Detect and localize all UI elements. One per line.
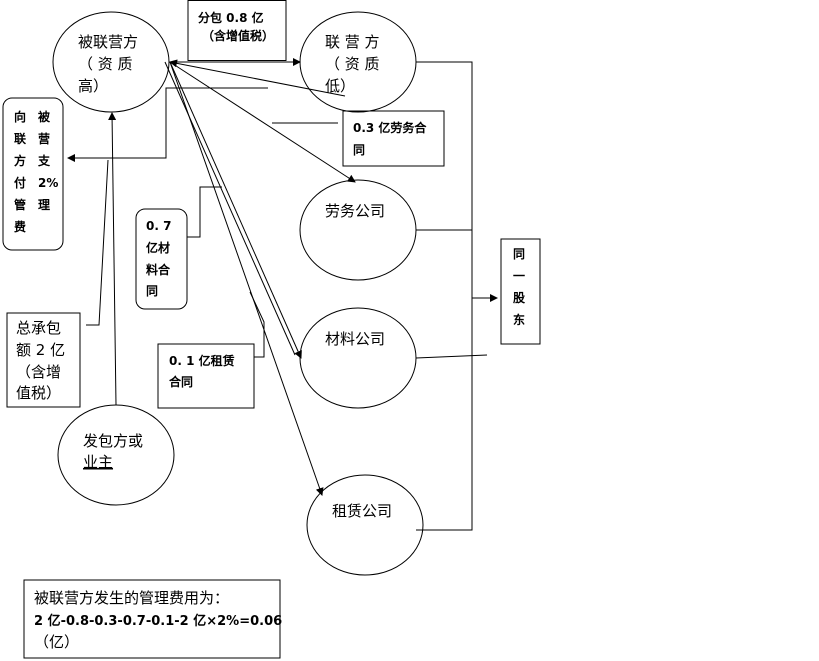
svg-text:东: 东 (513, 312, 525, 327)
svg-text:合同: 合同 (169, 374, 193, 389)
guanlifei-char: 被 (38, 109, 51, 124)
node-cailiao: 材料公司 (299, 307, 417, 409)
svg-text:0.3 亿劳务合: 0.3 亿劳务合 (353, 120, 427, 135)
arrow-to-cailiao (169, 61, 302, 359)
label-fenbao: 分包 0.8 亿 （含增值税） (187, 0, 287, 61)
node-lianyingfang: 联 营 方 （ 资 质 低） (299, 11, 417, 113)
svg-text:（含增: （含增 (16, 363, 61, 381)
guanlifei-char: 向 (14, 109, 26, 124)
svg-text:股: 股 (513, 290, 526, 305)
arrow-to-bei-lianyingfang (169, 59, 346, 97)
label-laowu-contract: 0.3 亿劳务合 同 (342, 110, 445, 167)
node-label: 劳务公司 (325, 202, 385, 220)
guanlifei-char: 支 (37, 153, 51, 168)
svg-text:（含增值税）: （含增值税） (202, 28, 274, 43)
node-label: 高） (78, 77, 108, 95)
guanlifei-char: 营 (38, 131, 50, 146)
label-zulin-contract: 0. 1 亿租赁 合同 (157, 343, 255, 409)
node-label: 低） (325, 77, 355, 95)
node-label: （ 资 质 (78, 55, 133, 73)
guanlifei-char: 管 (14, 197, 26, 212)
line (249, 291, 265, 358)
svg-text:分包 0.8 亿: 分包 0.8 亿 (198, 10, 264, 25)
svg-text:（亿）: （亿） (34, 633, 79, 651)
guanlifei-char: 付 (14, 175, 26, 190)
node-label: 发包方或 (83, 432, 143, 450)
node-zulin: 租赁公司 (306, 474, 424, 576)
svg-text:0. 7: 0. 7 (146, 219, 171, 233)
svg-text:同: 同 (353, 143, 365, 157)
guanlifei-char: 方 (14, 153, 26, 168)
arrow-to-laowu (169, 61, 356, 183)
arrow-to-guanlifei (67, 87, 268, 162)
guanlifei-char: 联 (14, 132, 26, 146)
guanlifei-char: 2% (38, 176, 58, 190)
line (415, 354, 488, 359)
arrow-to-bei-from-fabao (108, 112, 117, 406)
line (164, 61, 296, 356)
line (416, 61, 473, 531)
line (187, 186, 222, 238)
svg-text:0. 1 亿租赁: 0. 1 亿租赁 (169, 353, 235, 368)
svg-text:亿材: 亿材 (146, 240, 170, 255)
node-bei-lianyingfang: 被联营方 （ 资 质 高） (52, 11, 170, 113)
svg-text:一: 一 (513, 269, 525, 283)
line (86, 159, 109, 326)
node-label: 联 营 方 (325, 33, 380, 51)
node-label: 被联营方 (78, 33, 138, 51)
connectors (67, 58, 498, 531)
svg-text:值税）: 值税） (16, 384, 61, 402)
node-label: （ 资 质 (325, 55, 380, 73)
node-label: 业主 (83, 453, 113, 471)
svg-text:被联营方发生的管理费用为：: 被联营方发生的管理费用为： (34, 589, 229, 607)
node-laowu: 劳务公司 (299, 179, 417, 281)
node-label: 材料公司 (325, 330, 385, 348)
guanlifei-char: 费 (14, 219, 26, 234)
arrow-to-zulin (169, 61, 324, 496)
svg-text:额 2 亿: 额 2 亿 (16, 341, 65, 359)
svg-text:料合: 料合 (146, 262, 171, 277)
label-cailiao-contract: 0. 7 亿材 料合 同 (135, 208, 188, 310)
label-gudong: 同 一 股 东 (500, 238, 541, 345)
svg-text:同: 同 (513, 247, 525, 261)
svg-text:同: 同 (146, 284, 158, 298)
node-fabaofang: 发包方或 业主 (57, 404, 175, 506)
summary-box: 被联营方发生的管理费用为： 2 亿-0.8-0.3-0.7-0.1-2 亿×2%… (23, 579, 282, 659)
label-zongchengbao: 总承包 额 2 亿 （含增 值税） (6, 312, 81, 408)
node-label: 租赁公司 (332, 502, 392, 520)
guanlifei-char: 理 (38, 198, 50, 212)
svg-text:2 亿-0.8-0.3-0.7-0.1-2 亿×2%=0.0: 2 亿-0.8-0.3-0.7-0.1-2 亿×2%=0.06 (34, 613, 282, 629)
svg-text:总承包: 总承包 (16, 319, 61, 337)
